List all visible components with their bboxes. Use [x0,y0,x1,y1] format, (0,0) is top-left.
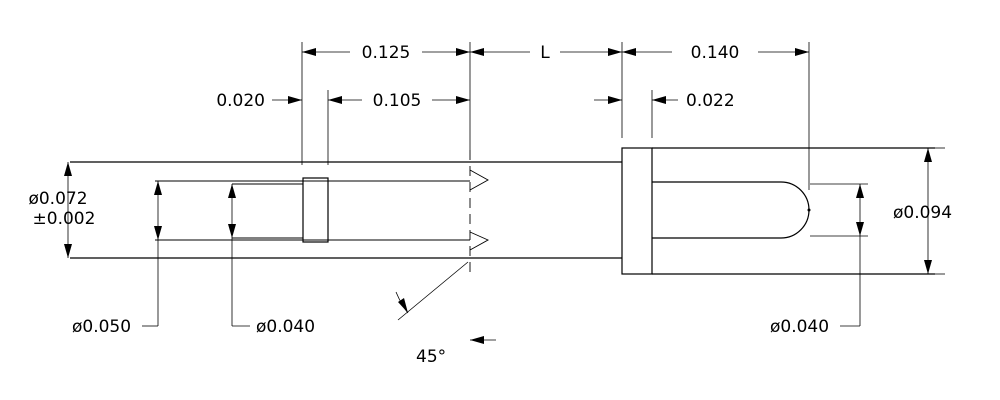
chamfer-bottom [469,231,490,251]
dim-0105: 0.105 [328,91,470,111]
dim-dia-0040-right-label: ø0.040 [770,317,829,337]
dim-0105-label: 0.105 [373,91,422,111]
dim-dia-0072: ø0.072 ±0.002 [28,162,95,258]
part-outline [70,147,935,275]
dim-0125: 0.125 [302,43,470,63]
dim-0022: 0.022 [594,91,735,111]
dim-tol-0002-label: ±0.002 [33,209,96,229]
dim-angle-45-label: 45° [416,347,446,367]
dim-dia-0050: ø0.050 [72,181,162,337]
dim-angle-45: 45° [395,261,496,367]
rounded-tip [652,181,810,239]
groove [302,177,329,243]
dim-0125-label: 0.125 [362,43,411,63]
dim-dia-0094-label: ø0.094 [893,203,952,223]
dim-dia-0072-label: ø0.072 [28,189,87,209]
dim-L: L [470,43,622,63]
dim-dia-0094: ø0.094 [893,148,952,274]
dim-0140-label: 0.140 [691,43,740,63]
dim-0140: 0.140 [622,43,809,63]
dim-0020-label: 0.020 [216,91,265,111]
dim-dia-0040-left-label: ø0.040 [256,317,315,337]
chamfer-top [469,169,489,191]
dim-0022-label: 0.022 [686,91,735,111]
dim-0020: 0.020 [216,91,302,111]
extension-lines [301,42,945,275]
dim-dia-0050-label: ø0.050 [72,317,131,337]
dim-dia-0040-right: ø0.040 [770,184,864,337]
tip-center-mark [807,208,811,212]
collar [621,147,653,275]
dim-dia-0040-left: ø0.040 [228,184,315,337]
dim-L-label: L [540,43,550,63]
